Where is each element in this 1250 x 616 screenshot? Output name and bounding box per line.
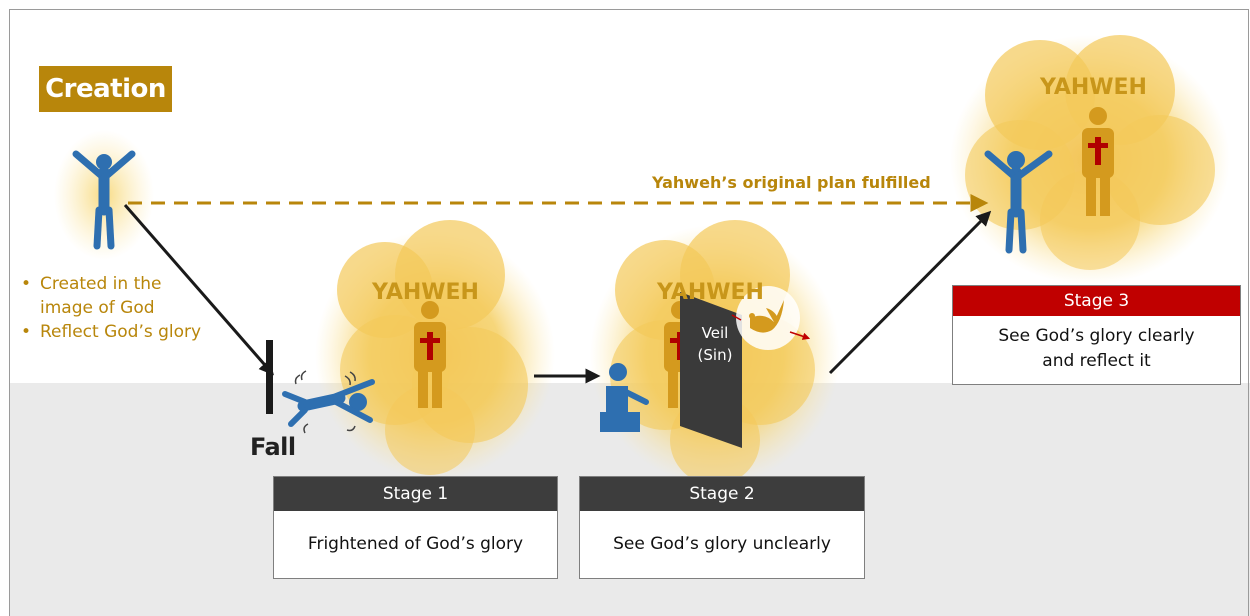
attribute-line: image of God <box>40 298 155 318</box>
attribute-item: Reflect God’s glory <box>18 320 258 344</box>
god-figure-stage3 <box>1082 107 1114 216</box>
veil-label: Veil (Sin) <box>688 322 742 366</box>
yahweh-label-stage2: YAHWEH <box>657 280 764 305</box>
falling-human-icon <box>282 379 375 427</box>
cross-icon <box>420 332 440 360</box>
stage2-title: Stage 2 <box>580 477 864 511</box>
human-figure-icon <box>72 150 136 250</box>
stage1-box: Stage 1 Frightened of God’s glory <box>273 476 558 579</box>
stage3-box: Stage 3 See God’s glory clearly and refl… <box>952 285 1241 385</box>
god-figure-stage1 <box>414 301 446 408</box>
dove-trail-right <box>789 331 811 340</box>
cross-icon <box>1088 137 1108 165</box>
veil-line2: (Sin) <box>697 346 733 364</box>
creation-badge: Creation <box>39 66 172 112</box>
plan-label: Yahweh’s original plan fulfilled <box>652 173 931 192</box>
dove-icon <box>749 300 784 333</box>
stage1-description: Frightened of God’s glory <box>307 534 524 554</box>
attribute-line: Created in the <box>40 274 162 294</box>
stage3-description: See God’s glory clearly and reflect it <box>998 326 1195 371</box>
stage3-title: Stage 3 <box>953 286 1240 316</box>
dove-trail-left <box>731 314 742 321</box>
stage2-box: Stage 2 See God’s glory unclearly <box>579 476 865 579</box>
stage2-to-stage3-arrow <box>828 210 992 375</box>
yahweh-label-stage1: YAHWEH <box>372 280 479 305</box>
stage3-human-icon <box>984 150 1053 254</box>
yahweh-label-stage3: YAHWEH <box>1040 75 1147 100</box>
attribute-item: Created in the image of God <box>18 272 258 320</box>
barrier-icon <box>266 340 273 414</box>
attribute-line: Reflect God’s glory <box>40 322 202 342</box>
stage1-title: Stage 1 <box>274 477 557 511</box>
fall-label: Fall <box>250 433 296 461</box>
stage2-description: See God’s glory unclearly <box>613 534 831 554</box>
veil-icon <box>680 292 742 448</box>
creation-attributes: Created in the image of God Reflect God’s… <box>18 272 258 344</box>
kneeling-human-icon <box>600 363 649 432</box>
veil-line1: Veil <box>701 324 729 342</box>
slide-frame <box>9 9 1249 616</box>
motion-lines-icon <box>294 370 356 434</box>
